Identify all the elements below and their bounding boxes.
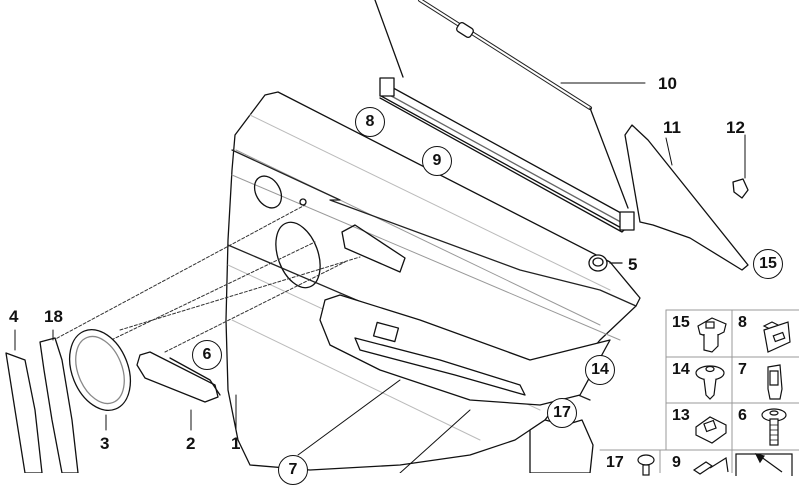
callout-3: 3 <box>100 434 110 453</box>
legend-cell-14: 14 <box>666 357 732 404</box>
legend-cell-15: 15 <box>666 310 732 357</box>
legend-label: 9 <box>672 454 681 471</box>
callout-circled-9: 9 <box>422 146 452 176</box>
legend-cell-7: 7 <box>732 357 798 404</box>
legend-cell-17: 17 <box>600 450 666 476</box>
door-panel-part <box>225 91 641 471</box>
legend-label: 6 <box>738 407 747 424</box>
clip-icon <box>692 457 729 475</box>
legend-label: 7 <box>738 361 747 378</box>
legend-cell-8: 8 <box>732 310 798 357</box>
legend-label: 8 <box>738 314 747 331</box>
callout-2: 2 <box>186 434 196 453</box>
callout-12: 12 <box>726 118 745 137</box>
screw-icon <box>761 408 787 446</box>
assembly-guide-lines <box>47 204 361 356</box>
callout-circled-6: 6 <box>192 340 222 370</box>
callout-circled-15: 15 <box>753 249 783 279</box>
trim-strip-part-4 <box>5 352 43 473</box>
callout-circled-7: 7 <box>278 455 308 485</box>
callout-18: 18 <box>44 307 63 326</box>
callout-4: 4 <box>9 307 19 326</box>
clip-icon <box>697 317 727 353</box>
clip-bracket-icon <box>762 321 791 353</box>
legend-label: 17 <box>606 454 624 471</box>
callout-circled-14: 14 <box>585 355 615 385</box>
grommet-part-5 <box>588 254 623 272</box>
seal-strip-part-18 <box>39 337 79 473</box>
legend-cell-6: 6 <box>732 403 798 450</box>
callout-5: 5 <box>628 255 638 274</box>
callout-leaders <box>14 134 746 473</box>
cap-part-12 <box>732 178 749 199</box>
callout-circled-17: 17 <box>547 398 577 428</box>
expanding-rivet-icon <box>695 365 725 400</box>
callout-11: 11 <box>663 118 681 137</box>
screw-plug-icon <box>637 454 655 476</box>
callout-10: 10 <box>658 74 677 93</box>
parts-legend-grid <box>599 309 799 473</box>
plug-clip-icon <box>767 364 783 400</box>
door-handle-part-2 <box>136 351 221 403</box>
legend-cell-13: 13 <box>666 403 732 450</box>
callout-1: 1 <box>231 434 241 453</box>
clip-nut-icon <box>695 416 727 444</box>
sun-blind-part <box>374 0 646 233</box>
legend-cell-9: 9 <box>666 450 732 475</box>
legend-label: 13 <box>672 407 690 424</box>
legend-label: 15 <box>672 314 690 331</box>
parts-legend: 15 8 14 7 13 6 17 9 <box>606 310 799 476</box>
door-trim-exploded-diagram <box>5 0 799 473</box>
speaker-cover-part-3 <box>68 329 132 411</box>
legend-cell-arrow <box>732 450 798 476</box>
legend-label: 14 <box>672 361 690 378</box>
trim-part-11 <box>624 124 749 271</box>
direction-arrow-icon <box>735 453 793 476</box>
callout-circled-8: 8 <box>355 107 385 137</box>
